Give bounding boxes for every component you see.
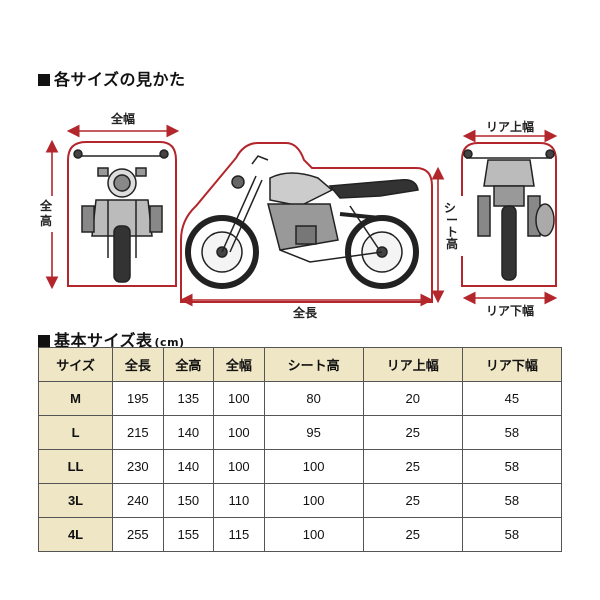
table-cell: 255 — [112, 517, 164, 552]
size-diagram: 全幅 全高 全長 シ ート 高 リア上幅 リア下幅 — [38, 111, 558, 320]
front-view-motorcycle-icon — [73, 149, 169, 283]
table-cell: 25 — [362, 483, 463, 518]
table-cell: 95 — [263, 415, 364, 450]
table-header-cell: リア上幅 — [362, 347, 463, 382]
table-cell: 155 — [162, 517, 215, 552]
table-header-cell: 全高 — [162, 347, 215, 382]
table-cell: 150 — [162, 483, 215, 518]
table-cell: 58 — [461, 415, 563, 450]
table-cell: 215 — [112, 415, 164, 450]
height-label: 全高 — [39, 198, 53, 228]
table-cell: 135 — [162, 381, 215, 416]
table-header-cell: 全長 — [112, 347, 164, 382]
table-cell: 100 — [213, 449, 265, 484]
unit-label: (cm) — [154, 336, 185, 349]
size-name-cell: 4L — [37, 517, 114, 552]
table-cell: 100 — [213, 381, 265, 416]
front-view-cover-outline — [67, 141, 177, 287]
size-name-cell: 3L — [37, 483, 114, 518]
side-view-motorcycle-icon — [185, 155, 419, 289]
table-cell: 240 — [112, 483, 164, 518]
table-cell: 25 — [362, 517, 463, 552]
size-name-cell: L — [37, 415, 114, 450]
table-cell: 25 — [362, 415, 463, 450]
section-title-how-to-read: 各サイズの見かた — [38, 66, 186, 90]
seat-height-label: シ ート — [444, 201, 460, 239]
table-cell: 100 — [263, 483, 364, 518]
table-header-cell: シート高 — [263, 347, 364, 382]
table-cell: 58 — [461, 483, 563, 518]
length-label: 全長 — [292, 305, 318, 320]
table-cell: 140 — [162, 415, 215, 450]
table-header-row: サイズ全長全高全幅シート高リア上幅リア下幅 — [37, 347, 563, 382]
table-cell: 25 — [362, 449, 463, 484]
table-cell: 58 — [461, 449, 563, 484]
table-header-cell: 全幅 — [213, 347, 265, 382]
table-header-cell: サイズ — [37, 347, 114, 382]
table-cell: 100 — [213, 415, 265, 450]
width-label: 全幅 — [110, 111, 135, 126]
table-cell: 100 — [263, 517, 364, 552]
table-cell: 110 — [213, 483, 265, 518]
table-cell: 230 — [112, 449, 164, 484]
rear-upper-width-label: リア上幅 — [486, 119, 534, 134]
table-cell: 45 — [461, 381, 563, 416]
table-header-cell: リア下幅 — [461, 347, 563, 382]
section-title-size-table: 基本サイズ表(cm) — [38, 327, 185, 351]
table-cell: 115 — [213, 517, 265, 552]
table-cell: 58 — [461, 517, 563, 552]
rear-lower-width-label: リア下幅 — [486, 303, 534, 318]
table-cell: 195 — [112, 381, 164, 416]
table-cell: 140 — [162, 449, 215, 484]
square-bullet-icon — [38, 335, 50, 347]
section-title-text: 基本サイズ表 — [54, 331, 153, 350]
size-name-cell: LL — [37, 449, 114, 484]
square-bullet-icon — [38, 74, 50, 86]
table-cell: 100 — [263, 449, 364, 484]
seat-height-label-line2: 高 — [446, 236, 458, 251]
table-cell: 20 — [362, 381, 463, 416]
section-title-text: 各サイズの見かた — [54, 70, 186, 89]
rear-view-motorcycle-icon — [463, 149, 555, 281]
size-name-cell: M — [37, 381, 114, 416]
rear-view-cover-outline — [461, 142, 557, 287]
table-cell: 80 — [263, 381, 364, 416]
side-view-cover-outline — [180, 142, 433, 303]
